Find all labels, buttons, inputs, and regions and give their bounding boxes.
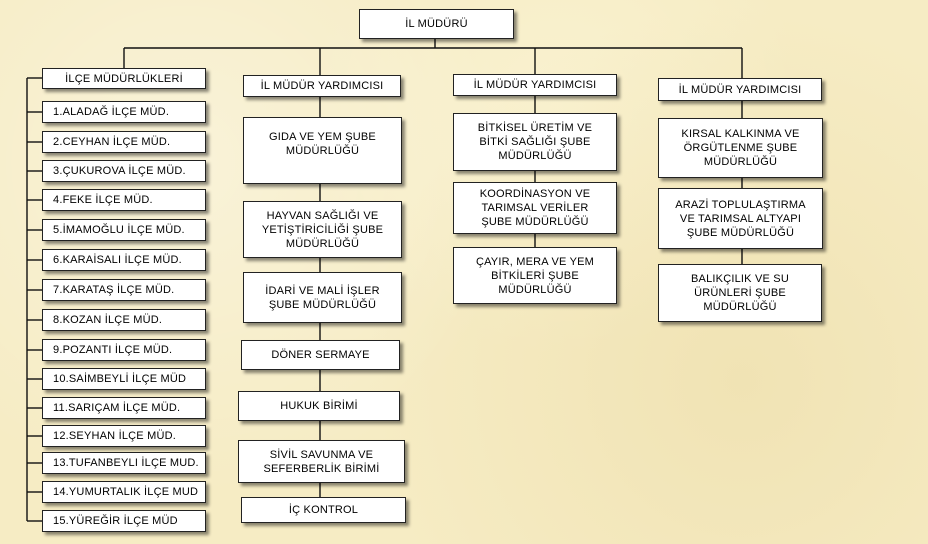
unit-label: KOORDİNASYON VE TARIMSAL VERİLER ŞUBE MÜ… [479,188,591,228]
district-box: 13.TUFANBEYLI İLÇE MUD. [42,452,206,474]
unit-box: DÖNER SERMAYE [241,340,400,370]
unit-box: İÇ KONTROL [241,497,406,523]
district-box: 7.KARATAŞ İLÇE MÜD. [42,279,206,301]
district-box: 5.İMAMOĞLU İLÇE MÜD. [42,219,206,241]
district-box: 6.KARAİSALI İLÇE MÜD. [42,249,206,271]
district-box: 3.ÇUKUROVA İLÇE MÜD. [42,160,206,182]
unit-box: KOORDİNASYON VE TARIMSAL VERİLER ŞUBE MÜ… [453,182,617,234]
unit-label: İDARİ VE MALİ İŞLER ŞUBE MÜDÜRLÜĞÜ [265,284,380,311]
district-label: 1.ALADAĞ İLÇE MÜD. [53,106,170,118]
unit-label: BALIKÇILIK VE SU ÜRÜNLERİ ŞUBE MÜDÜRLÜĞÜ [691,273,789,313]
district-label: 2.CEYHAN İLÇE MÜD. [53,136,171,148]
deputy-title: İL MÜDÜR YARDIMCISI [678,83,802,96]
district-label: 3.ÇUKUROVA İLÇE MÜD. [53,165,186,177]
unit-box: KIRSAL KALKINMA VE ÖRGÜTLENME ŞUBE MÜDÜR… [658,118,823,178]
district-label: 4.FEKE İLÇE MÜD. [53,194,153,206]
unit-box: SİVİL SAVUNMA VE SEFERBERLİK BİRİMİ [238,440,405,483]
deputy-box: İL MÜDÜR YARDIMCISI [658,78,822,101]
unit-label: SİVİL SAVUNMA VE SEFERBERLİK BİRİMİ [263,448,380,475]
district-label: 8.KOZAN İLÇE MÜD. [53,314,163,326]
district-box: 8.KOZAN İLÇE MÜD. [42,309,206,331]
district-label: 15.YÜREĞİR İLÇE MÜD [53,515,178,527]
district-label: 7.KARATAŞ İLÇE MÜD. [53,284,175,296]
unit-box: BALIKÇILIK VE SU ÜRÜNLERİ ŞUBE MÜDÜRLÜĞÜ [658,264,822,322]
deputy-title: İL MÜDÜR YARDIMCISI [473,79,597,91]
unit-label: GIDA VE YEM ŞUBE MÜDÜRLÜĞÜ [269,130,376,157]
district-label: 5.İMAMOĞLU İLÇE MÜD. [53,224,185,236]
district-header-label: İLÇE MÜDÜRLÜKLERİ [65,72,183,85]
director-box: İL MÜDÜRÜ [359,9,514,39]
district-label: 13.TUFANBEYLI İLÇE MUD. [53,457,199,469]
district-box: 10.SAİMBEYLİ İLÇE MÜD [42,368,206,390]
district-label: 14.YUMURTALIK İLÇE MUD [53,486,199,498]
unit-label: HAYVAN SAĞLIĞI VE YETİŞTİRİCİLİĞİ ŞUBE M… [261,209,384,250]
unit-label: HUKUK BİRİMİ [280,400,358,412]
unit-label: DÖNER SERMAYE [271,349,370,361]
district-box: 2.CEYHAN İLÇE MÜD. [42,131,206,153]
unit-box: ÇAYIR, MERA VE YEM BİTKİLERİ ŞUBE MÜDÜRL… [453,247,617,304]
district-box: 11.SARIÇAM İLÇE MÜD. [42,397,206,419]
district-box: 14.YUMURTALIK İLÇE MUD [42,481,206,503]
district-box: 4.FEKE İLÇE MÜD. [42,189,206,211]
district-label: 9.POZANTI İLÇE MÜD. [53,344,173,356]
deputy-title: İL MÜDÜR YARDIMCISI [260,80,384,92]
unit-box: HUKUK BİRİMİ [238,391,400,421]
unit-box: ARAZİ TOPLULAŞTIRMA VE TARIMSAL ALTYAPI … [658,188,823,249]
district-box: 12.SEYHAN İLÇE MÜD. [42,425,206,447]
district-label: 6.KARAİSALI İLÇE MÜD. [53,254,182,266]
district-header-box: İLÇE MÜDÜRLÜKLERİ [42,68,206,89]
unit-label: BİTKİSEL ÜRETİM VE BİTKİ SAĞLIĞI ŞUBE MÜ… [477,122,593,162]
unit-box: İDARİ VE MALİ İŞLER ŞUBE MÜDÜRLÜĞÜ [243,272,402,323]
district-label: 10.SAİMBEYLİ İLÇE MÜD [53,373,187,385]
district-box: 9.POZANTI İLÇE MÜD. [42,339,206,361]
deputy-box: İL MÜDÜR YARDIMCISI [453,74,617,96]
district-label: 11.SARIÇAM İLÇE MÜD. [53,402,181,414]
unit-label: İÇ KONTROL [288,504,359,516]
district-box: 1.ALADAĞ İLÇE MÜD. [42,101,206,123]
director-title: İL MÜDÜRÜ [405,18,468,30]
unit-label: ARAZİ TOPLULAŞTIRMA VE TARIMSAL ALTYAPI … [675,198,806,239]
district-label: 12.SEYHAN İLÇE MÜD. [53,430,177,442]
unit-box: GIDA VE YEM ŞUBE MÜDÜRLÜĞÜ [243,117,402,184]
deputy-box: İL MÜDÜR YARDIMCISI [243,75,401,97]
unit-label: ÇAYIR, MERA VE YEM BİTKİLERİ ŞUBE MÜDÜRL… [475,255,595,296]
unit-box: HAYVAN SAĞLIĞI VE YETİŞTİRİCİLİĞİ ŞUBE M… [243,201,402,258]
unit-box: BİTKİSEL ÜRETİM VE BİTKİ SAĞLIĞI ŞUBE MÜ… [453,113,617,171]
unit-label: KIRSAL KALKINMA VE ÖRGÜTLENME ŞUBE MÜDÜR… [681,128,800,168]
district-box: 15.YÜREĞİR İLÇE MÜD [42,510,206,532]
